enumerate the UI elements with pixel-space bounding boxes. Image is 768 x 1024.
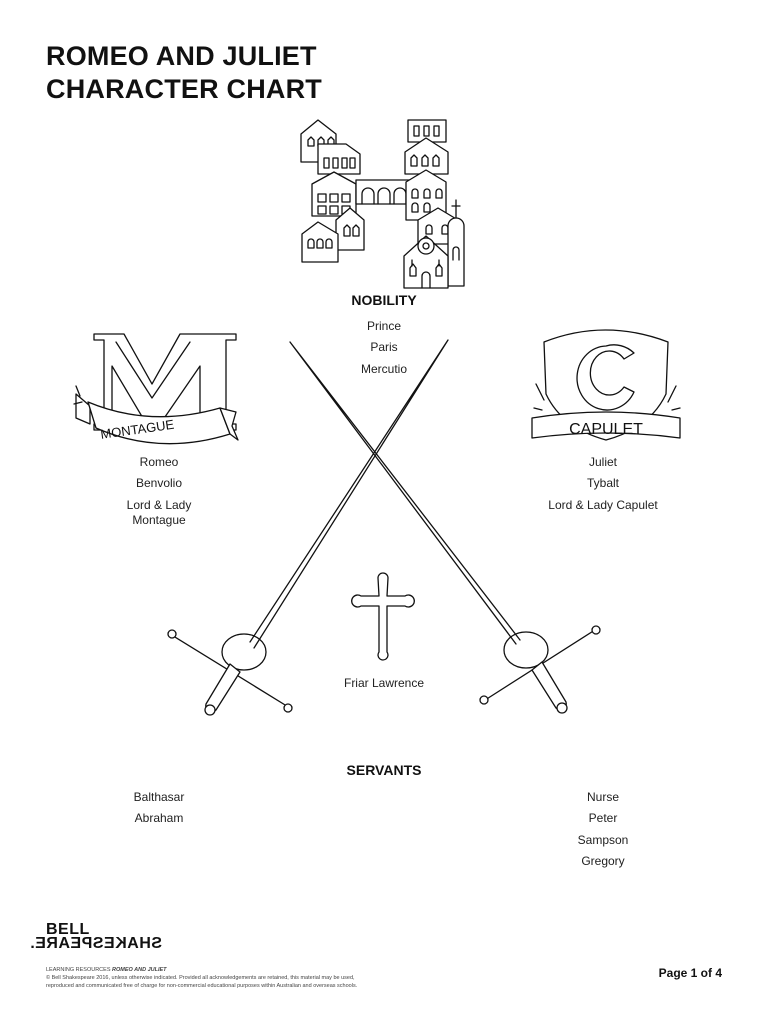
page-title: ROMEO AND JULIET CHARACTER CHART <box>46 40 322 106</box>
capulet-name-juliet: Juliet <box>588 455 617 469</box>
nobility-heading: NOBILITY <box>351 292 417 308</box>
capulet-emblem: CAPULET <box>531 329 681 441</box>
montague-emblem: MONTAGUE <box>73 333 239 445</box>
logo-bottom-text: SHAKESPEARE. <box>29 935 162 952</box>
servant-balthasar: Balthasar <box>133 790 185 804</box>
title-line-1: ROMEO AND JULIET <box>46 41 317 71</box>
nobility-name-paris: Paris <box>370 340 398 354</box>
footer-line-2: © Bell Shakespeare 2016, unless otherwis… <box>46 975 355 981</box>
capulet-banner-text: CAPULET <box>569 421 643 438</box>
nobility-name-mercutio: Mercutio <box>360 362 407 376</box>
crossed-swords <box>167 339 601 716</box>
friar-lawrence: Friar Lawrence <box>343 676 425 690</box>
capulet-name-lord-lady: Lord & Lady Capulet <box>548 498 658 512</box>
servants-heading: SERVANTS <box>346 762 422 778</box>
servant-sampson: Sampson <box>577 833 629 847</box>
verona-town-illustration <box>300 119 465 289</box>
sword-left <box>167 339 449 716</box>
title-line-2: CHARACTER CHART <box>46 74 322 104</box>
cross-icon <box>351 572 415 661</box>
montague-name-romeo: Romeo <box>139 455 179 469</box>
servant-peter: Peter <box>588 811 618 825</box>
sword-right <box>289 341 601 714</box>
copyright-notice: LEARNING RESOURCES ROMEO AND JULIET © Be… <box>46 966 466 990</box>
servant-abraham: Abraham <box>134 811 184 825</box>
page-number: Page 1 of 4 <box>658 966 722 980</box>
footer-line-3: reproduced and communicated free of char… <box>46 983 358 989</box>
bell-shakespeare-logo: BELL SHAKESPEARE. <box>29 921 162 953</box>
montague-name-benvolio: Benvolio <box>135 476 183 490</box>
servant-gregory: Gregory <box>581 854 625 868</box>
logo-top-text: BELL <box>46 921 90 938</box>
capulet-name-tybalt: Tybalt <box>586 476 619 490</box>
nobility-name-prince: Prince <box>366 319 401 333</box>
footer-resource-title: ROMEO AND JULIET <box>112 967 167 973</box>
montague-name-lord-lady: Lord & Lady Montague <box>126 498 192 527</box>
servant-nurse: Nurse <box>586 790 619 804</box>
footer-prefix: LEARNING RESOURCES <box>46 967 111 973</box>
